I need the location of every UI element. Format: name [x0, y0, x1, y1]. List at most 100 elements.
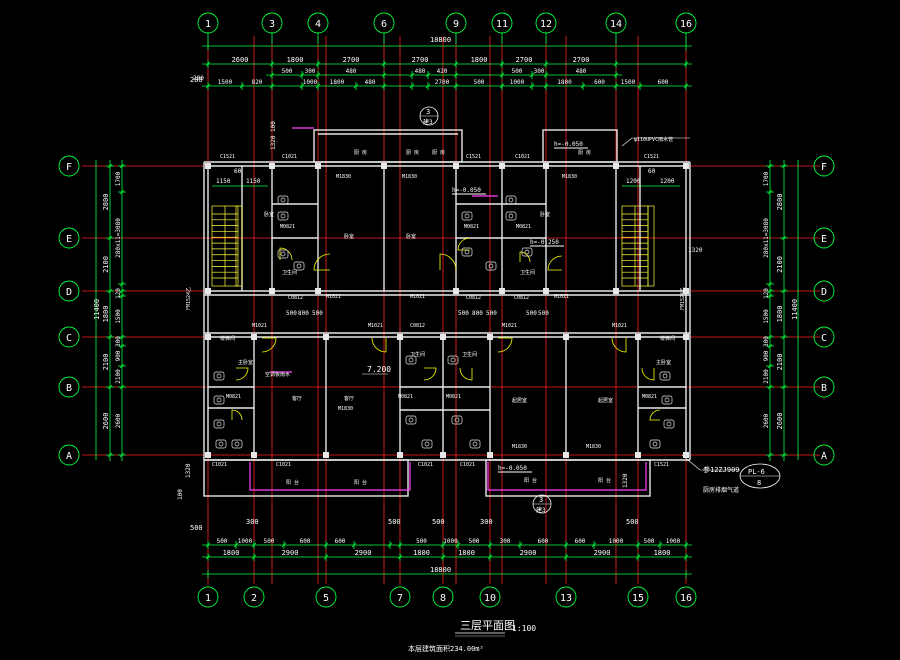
left-side-dim: 280 — [193, 75, 204, 82]
right-inner-text: 1700 — [763, 171, 770, 186]
left-outer-text: 2100 — [102, 354, 110, 371]
fixture — [421, 439, 433, 449]
door-label: M1830 — [512, 444, 527, 450]
right-inner-text: 2600 — [763, 413, 770, 428]
top-row3-text: 1500 — [621, 79, 636, 86]
fixture — [213, 395, 225, 405]
bottom-dim-small: 300 — [480, 518, 493, 526]
balcony-top-left — [313, 129, 463, 163]
top-row3-text: 2700 — [435, 79, 450, 86]
left-side-dim: 100 — [270, 121, 277, 132]
fixture-bowl — [472, 441, 478, 447]
axis-bubble-bottom-circle — [432, 586, 454, 608]
axis-bubble-bottom-label: 1 — [205, 593, 211, 604]
corridor-dim: 500 — [486, 310, 497, 317]
fixture — [277, 211, 289, 221]
area-note: 本层建筑面积234.00m² — [408, 644, 484, 653]
bottom-row2-text: 600 — [538, 538, 549, 545]
door-label: M0821 — [464, 224, 479, 230]
axis-bubble-left-label: C — [66, 333, 72, 344]
right-inner-slash — [767, 334, 773, 340]
bottom-dim-small: 1320 — [185, 463, 192, 478]
left-inner-slash — [119, 288, 125, 294]
right-inner-slash — [767, 189, 773, 195]
door-label: M1830 — [336, 174, 351, 180]
column — [269, 163, 275, 169]
room-label: 卫生间 — [282, 269, 297, 276]
top-row1-slash — [315, 61, 321, 67]
door-label: M0821 — [280, 224, 295, 230]
room-label: 卫生间 — [462, 351, 477, 358]
top-row2-slash — [299, 72, 305, 78]
axis-bubble-bottom-circle — [243, 586, 265, 608]
column — [323, 452, 329, 458]
axis-bubble-bottom-circle — [389, 586, 411, 608]
top-row3-text: 1500 — [218, 79, 233, 86]
right-inner-text: 1500 — [763, 309, 770, 324]
door-swing — [439, 253, 457, 271]
axis-bubble-right-circle — [813, 326, 835, 348]
bottom-row2-text: 1000 — [666, 538, 681, 545]
window-label: C1521 — [644, 154, 659, 160]
left-inner-slash — [119, 163, 125, 169]
fixture-bowl — [662, 373, 668, 379]
door-swing — [611, 337, 627, 353]
right-inner-slash — [767, 293, 773, 299]
axis-bubble-right-circle — [813, 155, 835, 177]
door-label: M1830 — [338, 406, 353, 412]
axis-bubble-bottom-label: 8 — [440, 593, 446, 604]
top-row2-slash — [315, 72, 321, 78]
bottom-row1-text: 1800 — [223, 549, 240, 557]
top-left-dim: 280 — [190, 76, 203, 84]
column — [499, 288, 505, 294]
top-row1-text: 2600 — [232, 56, 249, 64]
fixture — [659, 371, 671, 381]
door-label: M1021 — [326, 294, 341, 300]
fixture-bowl — [216, 373, 222, 379]
bottom-row1-slash — [205, 554, 211, 560]
right-outer-text: 2800 — [776, 194, 784, 211]
bottom-row2-text: 500 — [264, 538, 275, 545]
bottom-row1-slash — [397, 554, 403, 560]
door-swing — [497, 337, 513, 353]
door-label: M0821 — [446, 394, 461, 400]
right-inner-text: 280x11=3080 — [763, 218, 770, 258]
top-row3-slash — [381, 83, 387, 89]
axis-bubble-bottom-label: 2 — [251, 593, 257, 604]
axis-bubble-left-label: F — [66, 162, 72, 173]
room-label: 厨 房 — [578, 149, 591, 156]
bottom-row2-text: 1000 — [238, 538, 253, 545]
fixture-bowl — [464, 213, 470, 219]
bottom-row1-slash — [487, 554, 493, 560]
fixture-bowl — [216, 421, 222, 427]
column — [635, 334, 641, 340]
axis-bubble-top-label: 14 — [610, 19, 622, 30]
slope-label: h=-0.050 — [452, 187, 481, 194]
top-row2-text: 300 — [534, 68, 545, 75]
axis-bubble-bottom-circle — [197, 586, 219, 608]
axis-bubble-top-circle — [535, 12, 557, 34]
room-label: 卧室 — [406, 233, 416, 240]
right-outer-slash — [781, 452, 787, 458]
room-label: 起居室 — [512, 397, 527, 404]
axis-bubble-bottom-circle — [315, 586, 337, 608]
slope-label: h=-0.050 — [554, 141, 583, 148]
bottom-row2-text: 300 — [500, 538, 511, 545]
door-label: M1830 — [402, 174, 417, 180]
bottom-row1-slash — [440, 554, 446, 560]
column — [205, 163, 211, 169]
left-inner-text: 900 — [115, 350, 122, 361]
bottom-row2-slash — [635, 542, 641, 548]
top-row3-text: 1000 — [510, 79, 525, 86]
walls — [203, 129, 691, 497]
stair-dim: 1150 — [246, 178, 261, 185]
slope-label: h=-0.250 — [530, 239, 559, 246]
top-row3-slash — [529, 83, 535, 89]
top-row2-slash — [499, 72, 505, 78]
left-outer-slash — [107, 334, 113, 340]
door-label: M1021 — [252, 323, 267, 329]
bottom-row2-slash — [281, 542, 287, 548]
bottom-row2-slash — [205, 542, 211, 548]
door-label: M0821 — [516, 224, 531, 230]
